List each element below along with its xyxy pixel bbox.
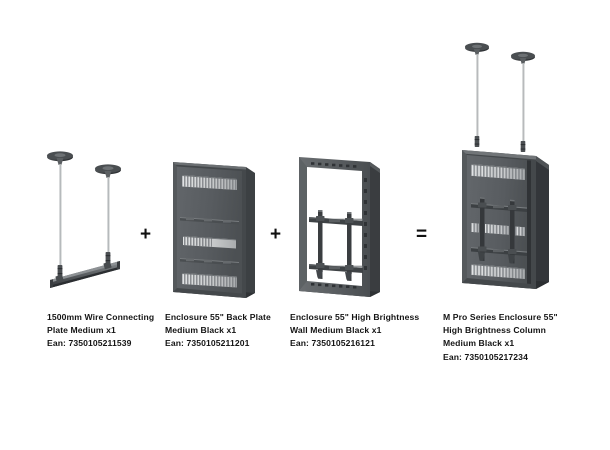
product-caption-enclosure-back-plate: Enclosure 55" Back Plate Medium Black x1… [165, 311, 290, 351]
caption-line: Plate Medium x1 [47, 325, 116, 336]
caption-line: Medium Black x1 [165, 325, 237, 336]
caption-line-ean: Ean: 7350105211539 [47, 338, 132, 349]
assembled-column-enclosure-icon [435, 40, 585, 310]
operator-equals: = [416, 224, 428, 245]
enclosure-wall-frame-icon [285, 40, 395, 310]
product-item-enclosure-back-plate [160, 40, 265, 310]
caption-line: Enclosure 55" High Brightness [290, 312, 420, 322]
caption-line-ean: Ean: 7350105216121 [290, 338, 375, 349]
caption-line: Wall Medium Black x1 [290, 325, 382, 336]
product-caption-wire-connecting-plate: 1500mm Wire Connecting Plate Medium x1 E… [47, 311, 177, 351]
caption-line: Enclosure 55" Back Plate [165, 312, 271, 322]
product-caption-m-pro-series-enclosure-column: M Pro Series Enclosure 55" High Brightne… [443, 311, 593, 364]
caption-line-ean: Ean: 7350105211201 [165, 338, 250, 349]
ceiling-wire-plate-icon [30, 40, 140, 310]
product-caption-enclosure-high-brightness-wall: Enclosure 55" High Brightness Wall Mediu… [290, 311, 430, 351]
caption-line: 1500mm Wire Connecting [47, 312, 155, 322]
product-item-m-pro-series-enclosure-column [435, 40, 585, 310]
product-item-enclosure-high-brightness-wall [285, 40, 395, 310]
product-item-wire-connecting-plate [30, 40, 140, 310]
caption-line-ean: Ean: 7350105217234 [443, 351, 528, 362]
operator-plus-2: + [270, 224, 282, 245]
caption-line: M Pro Series Enclosure 55" [443, 312, 558, 322]
operator-plus-1: + [140, 224, 152, 245]
caption-line: Medium Black x1 [443, 338, 515, 349]
enclosure-back-plate-icon [160, 40, 265, 310]
caption-line: High Brightness Column [443, 325, 546, 336]
